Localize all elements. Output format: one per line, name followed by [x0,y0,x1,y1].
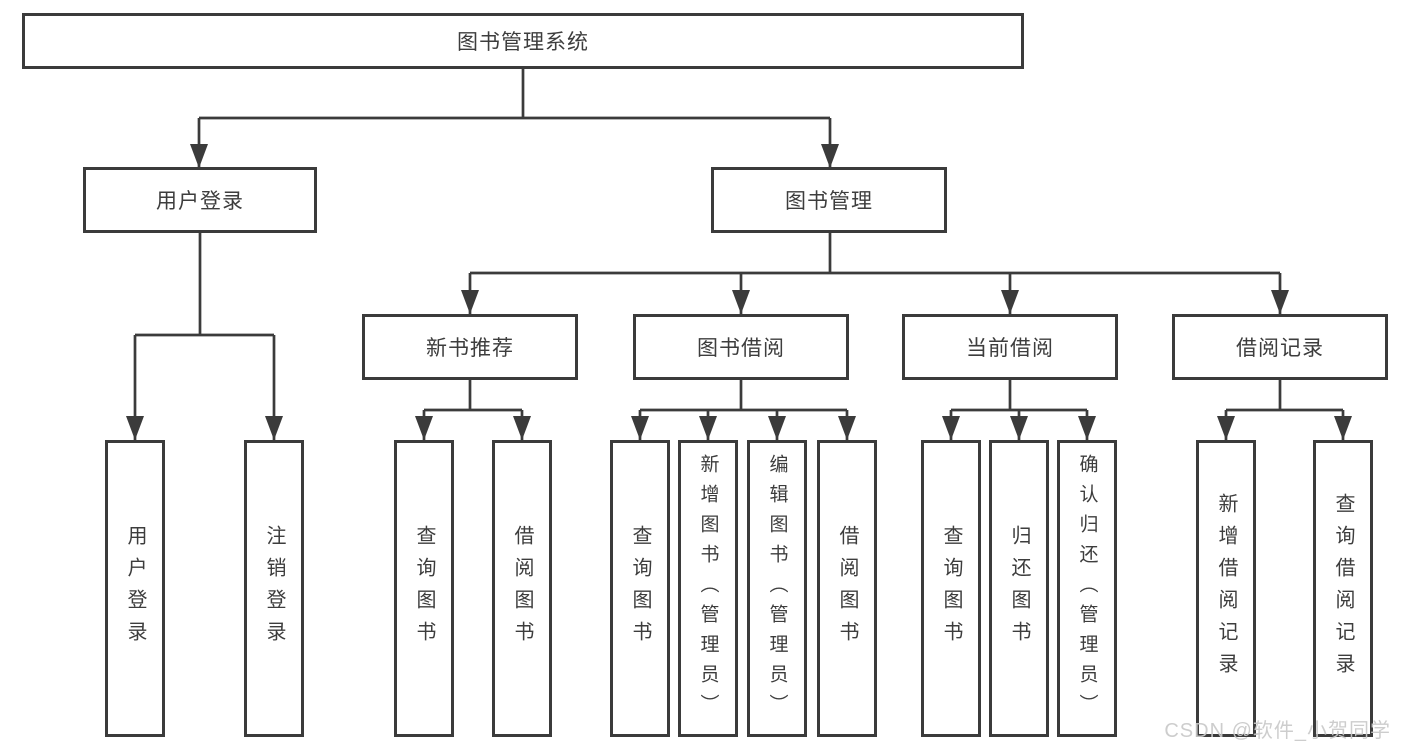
leaf-borrow-book-2: 借阅图书 [817,440,877,737]
node-current-borrow-label: 当前借阅 [966,337,1054,360]
node-user-login: 用户登录 [83,167,317,233]
node-new-book-rec-label: 新书推荐 [426,337,514,360]
leaf-query-book-2-label: 查询图书 [629,524,651,653]
node-root: 图书管理系统 [22,13,1024,69]
connector-paths [133,69,1345,440]
leaf-query-record: 查询借阅记录 [1313,440,1373,737]
leaf-user-login: 用户登录 [105,440,165,737]
node-book-mgmt-label: 图书管理 [785,190,873,213]
leaf-borrow-book-1: 借阅图书 [492,440,552,737]
leaf-add-record-label: 新增借阅记录 [1215,492,1237,685]
leaf-add-book-label: 新增图书（管理员） [697,453,719,724]
leaf-query-book-3: 查询图书 [921,440,981,737]
node-book-borrow-label: 图书借阅 [697,337,785,360]
watermark-text: CSDN @软件_小贺同学 [1164,720,1391,742]
node-borrow-records: 借阅记录 [1172,314,1388,380]
node-new-book-rec: 新书推荐 [362,314,578,380]
leaf-borrow-book-2-label: 借阅图书 [836,524,858,653]
leaf-query-book-2: 查询图书 [610,440,670,737]
leaf-query-book-3-label: 查询图书 [940,524,962,653]
node-book-borrow: 图书借阅 [633,314,849,380]
leaf-query-record-label: 查询借阅记录 [1332,492,1354,685]
leaf-query-book-1-label: 查询图书 [413,524,435,653]
leaf-edit-book-label: 编辑图书（管理员） [766,453,788,724]
leaf-user-login-label: 用户登录 [124,524,146,653]
node-user-login-label: 用户登录 [156,190,244,213]
leaf-add-record: 新增借阅记录 [1196,440,1256,737]
node-root-label: 图书管理系统 [457,31,589,54]
node-borrow-records-label: 借阅记录 [1236,337,1324,360]
node-current-borrow: 当前借阅 [902,314,1118,380]
leaf-query-book-1: 查询图书 [394,440,454,737]
leaf-confirm-return: 确认归还（管理员） [1057,440,1117,737]
leaf-confirm-return-label: 确认归还（管理员） [1076,453,1098,724]
leaf-add-book: 新增图书（管理员） [678,440,738,737]
leaf-return-book: 归还图书 [989,440,1049,737]
leaf-borrow-book-1-label: 借阅图书 [511,524,533,653]
leaf-logout-label: 注销登录 [263,524,285,653]
leaf-return-book-label: 归还图书 [1008,524,1030,653]
node-book-mgmt: 图书管理 [711,167,947,233]
leaf-edit-book: 编辑图书（管理员） [747,440,807,737]
leaf-logout: 注销登录 [244,440,304,737]
